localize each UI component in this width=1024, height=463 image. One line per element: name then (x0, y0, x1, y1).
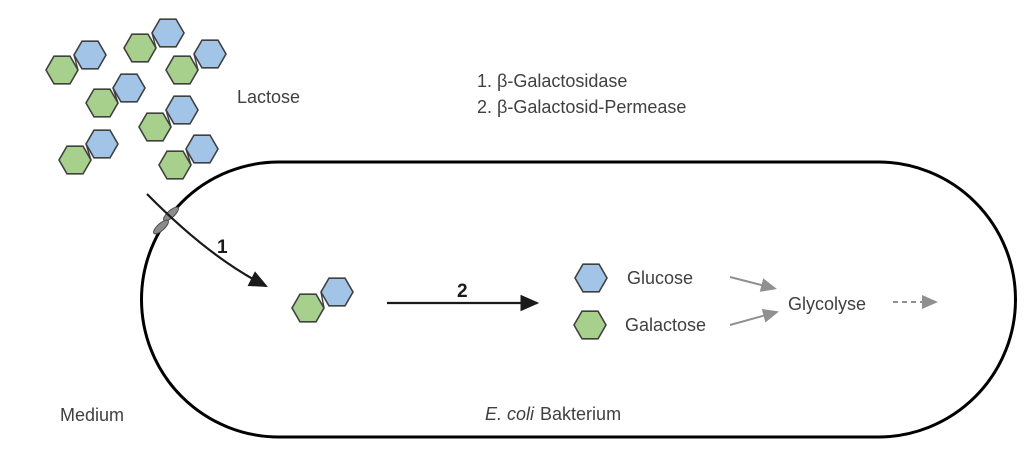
galactose-hexagon (45, 55, 79, 85)
galactose-hexagon (158, 150, 192, 180)
glucose-hexagon (112, 73, 146, 103)
permease-oval (153, 219, 169, 235)
galactose-hexagon (58, 145, 92, 175)
step-1-label: 1 (217, 237, 228, 258)
glucose-hexagon (85, 129, 119, 159)
organism-suffix: Bakterium (540, 404, 621, 424)
galactose-hexagon (165, 55, 199, 85)
cell-membrane (140, 160, 1017, 439)
glucose-hexagon (574, 263, 608, 293)
glucose-hexagon (73, 40, 107, 70)
intracellular-lactose (291, 277, 354, 323)
galactose-hexagon (138, 112, 172, 142)
glycosidic-bond (320, 291, 325, 309)
organism-name-italic: E. coli (485, 404, 535, 424)
legend-enzyme-2: 2. β-Galactosid-Permease (477, 97, 686, 117)
galactose-hexagon (291, 293, 325, 323)
galactose-hexagon (85, 88, 119, 118)
galactose-label: Galactose (625, 315, 706, 335)
galactose-hexagon (123, 33, 157, 63)
product-molecules (573, 263, 608, 340)
glycolysis-label: Glycolyse (788, 294, 866, 314)
lactose-label: Lactose (237, 87, 300, 107)
lactose-cluster (45, 18, 227, 180)
legend-enzyme-1: 1. β-Galactosidase (477, 71, 627, 91)
glucose-label: Glucose (627, 268, 693, 288)
medium-label: Medium (60, 405, 124, 425)
glucose-to-glycolysis-arrow (729, 276, 777, 292)
galactose-hexagon (573, 310, 607, 340)
glucose-hexagon (320, 277, 354, 307)
glucose-hexagon (151, 18, 185, 48)
glucose-hexagon (193, 39, 227, 69)
step-2-label: 2 (457, 281, 468, 302)
lactose-uptake-arrow (146, 193, 268, 287)
glucose-hexagon (185, 134, 219, 164)
glucose-hexagon (165, 95, 199, 125)
permease-transporter (153, 206, 179, 235)
galactose-to-glycolysis-arrow (729, 308, 779, 326)
